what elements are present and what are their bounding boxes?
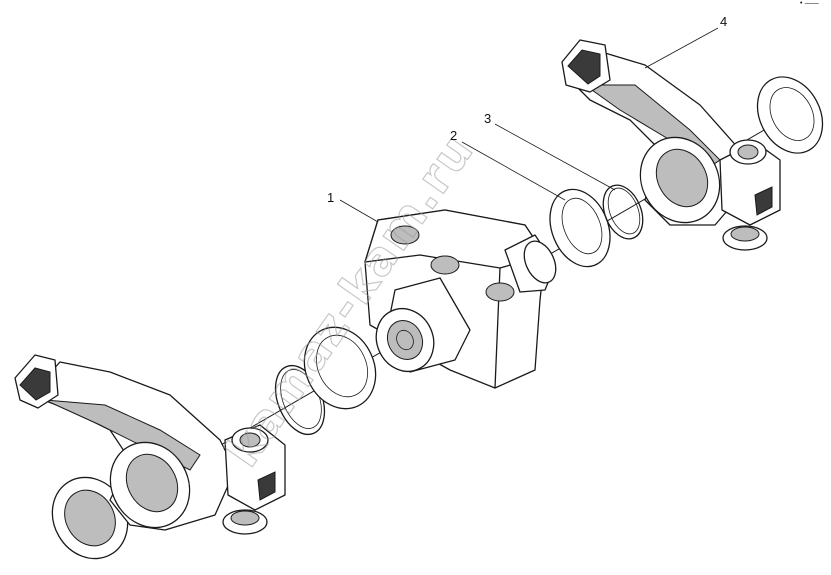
- callout-4: 4: [720, 14, 728, 29]
- callout-2: 2: [450, 128, 458, 143]
- washer-left: [303, 326, 377, 410]
- snap-ring-right: [602, 184, 644, 240]
- callout-1: 1: [327, 190, 335, 205]
- rocker-arm-left: [14, 354, 286, 560]
- corner-mark: •‾——: [800, 0, 819, 7]
- leader-line-3: [494, 123, 616, 191]
- leader-line-2: [461, 141, 566, 201]
- rocker-shaft-bracket: [364, 209, 557, 389]
- callout-3: 3: [484, 111, 492, 126]
- rocker-arm-right: [561, 39, 824, 251]
- leader-line-1: [339, 199, 379, 223]
- leader-line-4: [644, 27, 719, 69]
